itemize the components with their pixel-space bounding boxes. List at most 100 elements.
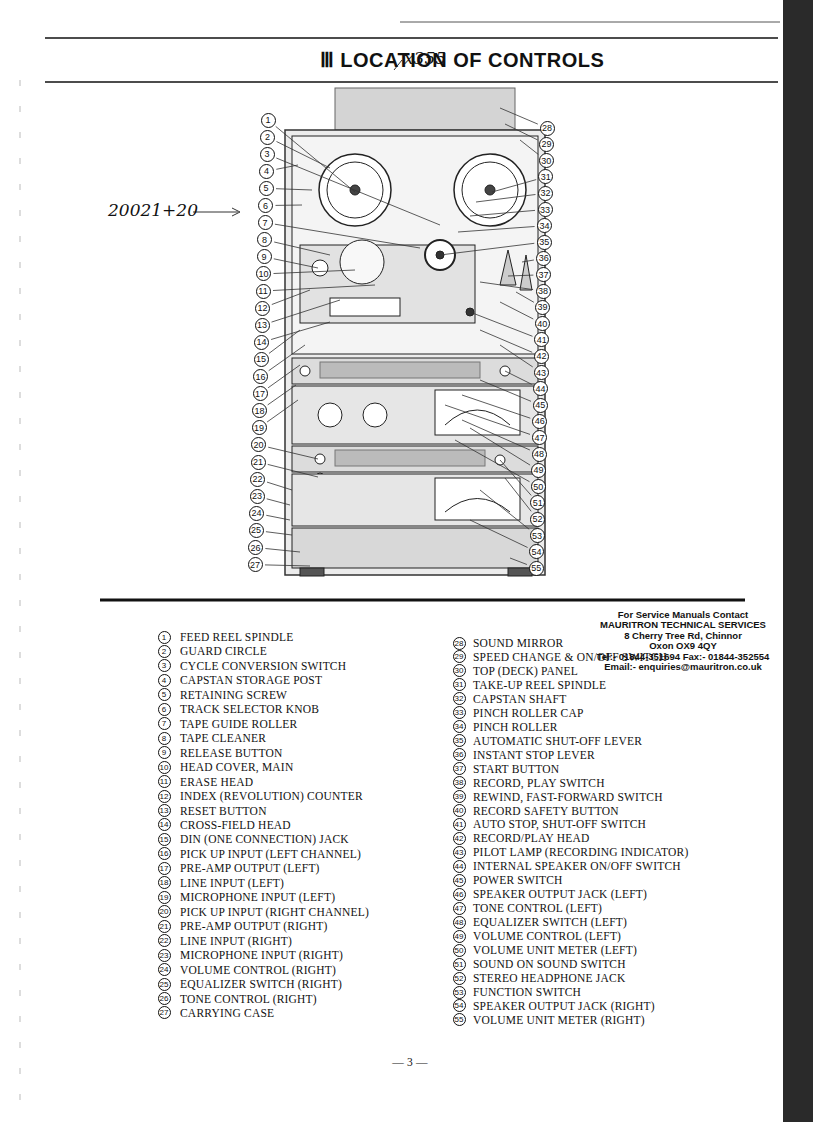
- part-name: RETAINING SCREW: [180, 689, 287, 701]
- part-name: AUTOMATIC SHUT-OFF LEVER: [473, 735, 642, 747]
- callout-number: 14: [254, 335, 269, 350]
- part-name: TAPE CLEANER: [180, 732, 266, 744]
- callout-number: 24: [249, 506, 264, 521]
- list-number: 16: [158, 847, 171, 860]
- callout-number: 20: [251, 437, 266, 452]
- part-name: SPEED CHANGE & ON/OFF SWITCH: [473, 651, 667, 663]
- leader-line: [267, 482, 292, 490]
- list-number: 10: [158, 761, 171, 774]
- rule: [45, 81, 778, 83]
- part-name: DIN (ONE CONNECTION) JACK: [180, 833, 349, 845]
- leader-line: [480, 282, 533, 290]
- callout-number: 48: [532, 447, 547, 462]
- part-name: PICK UP INPUT (RIGHT CHANNEL): [180, 906, 369, 918]
- part-name: MICROPHONE INPUT (RIGHT): [180, 949, 343, 961]
- callout-number: 29: [539, 137, 554, 152]
- list-number: 18: [158, 876, 171, 889]
- leader-line: [492, 180, 536, 192]
- list-number: 47: [453, 902, 466, 915]
- leader-line: [274, 242, 330, 255]
- list-number: 26: [158, 992, 171, 1005]
- part-name: SPEAKER OUTPUT JACK (RIGHT): [473, 1000, 655, 1012]
- service-contact: For Service Manuals Contact: [618, 609, 748, 620]
- callout-number: 26: [248, 540, 263, 555]
- leader-line: [267, 400, 298, 422]
- list-number: 53: [453, 986, 466, 999]
- callout-number: 49: [531, 463, 546, 478]
- callout-number: 2: [260, 130, 275, 145]
- callout-number: 13: [255, 318, 270, 333]
- callout-number: 10: [256, 266, 271, 281]
- list-number: 20: [158, 905, 171, 918]
- leader-line: [269, 345, 305, 371]
- list-number: 5: [158, 688, 171, 701]
- leader-line: [500, 345, 533, 367]
- list-number: 44: [453, 860, 466, 873]
- leader-line: [500, 460, 531, 495]
- leader-line: [276, 189, 312, 190]
- list-number: 43: [453, 846, 466, 859]
- part-name: REWIND, FAST-FORWARD SWITCH: [473, 791, 663, 803]
- rule: [400, 22, 780, 23]
- part-name: VOLUME CONTROL (LEFT): [473, 930, 621, 942]
- part-name: MICROPHONE INPUT (LEFT): [180, 891, 335, 903]
- callout-number: 34: [537, 218, 552, 233]
- scan-edge: [783, 0, 813, 1122]
- callout-number: 37: [536, 267, 551, 282]
- service-contact: MAURITRON TECHNICAL SERVICES: [600, 619, 766, 630]
- callout-number: 19: [252, 420, 267, 435]
- part-name: POWER SWITCH: [473, 874, 563, 886]
- list-number: 7: [158, 717, 171, 730]
- leader-line: [476, 195, 536, 203]
- part-name: RELEASE BUTTON: [180, 747, 283, 759]
- callout-number: 22: [250, 472, 265, 487]
- part-name: PILOT LAMP (RECORDING INDICATOR): [473, 846, 688, 858]
- tape-recorder: [285, 88, 545, 576]
- page-number: — 3 —: [392, 1056, 428, 1068]
- list-number: 8: [158, 732, 171, 745]
- list-number: 33: [453, 706, 466, 719]
- leader-line: [500, 108, 538, 124]
- list-number: 30: [453, 664, 466, 677]
- callout-number: 16: [253, 369, 268, 384]
- list-number: 52: [453, 972, 466, 985]
- callout-number: 12: [255, 301, 270, 316]
- callout-number: 36: [536, 251, 551, 266]
- part-name: CAPSTAN STORAGE POST: [180, 674, 322, 686]
- leader-line: [480, 490, 529, 529]
- part-name: AUTO STOP, SHUT-OFF SWITCH: [473, 818, 646, 830]
- list-number: 2: [158, 645, 171, 658]
- callout-number: 11: [256, 284, 271, 299]
- list-number: 55: [453, 1013, 466, 1026]
- leader-lines: [265, 108, 538, 566]
- leader-line: [266, 515, 290, 520]
- rule: [100, 599, 745, 602]
- part-name: RESET BUTTON: [180, 805, 267, 817]
- part-name: CYCLE CONVERSION SWITCH: [180, 660, 346, 672]
- part-name: CAPSTAN SHAFT: [473, 693, 566, 705]
- part-name: SOUND ON SOUND SWITCH: [473, 958, 626, 970]
- list-number: 29: [453, 650, 466, 663]
- callout-number: 8: [257, 232, 272, 247]
- list-number: 31: [453, 678, 466, 691]
- leader-line: [276, 158, 440, 225]
- list-number: 48: [453, 916, 466, 929]
- handwritten-note: 20021+20: [108, 200, 198, 220]
- callout-number: 33: [538, 202, 553, 217]
- leader-line: [274, 270, 356, 274]
- part-name: EQUALIZER SWITCH (RIGHT): [180, 978, 342, 990]
- leader-line: [505, 124, 538, 140]
- list-number: 25: [158, 978, 171, 991]
- list-number: 42: [453, 832, 466, 845]
- part-name: CARRYING CASE: [180, 1007, 274, 1019]
- leader-line: [271, 322, 330, 340]
- leader-line: [470, 520, 528, 548]
- callout-number: 21: [251, 455, 266, 470]
- list-number: 24: [158, 963, 171, 976]
- leader-line: [268, 365, 300, 388]
- part-name: SPEAKER OUTPUT JACK (LEFT): [473, 888, 647, 900]
- list-number: 1: [158, 631, 171, 644]
- callout-number: 28: [540, 121, 555, 136]
- callout-number: 31: [538, 169, 553, 184]
